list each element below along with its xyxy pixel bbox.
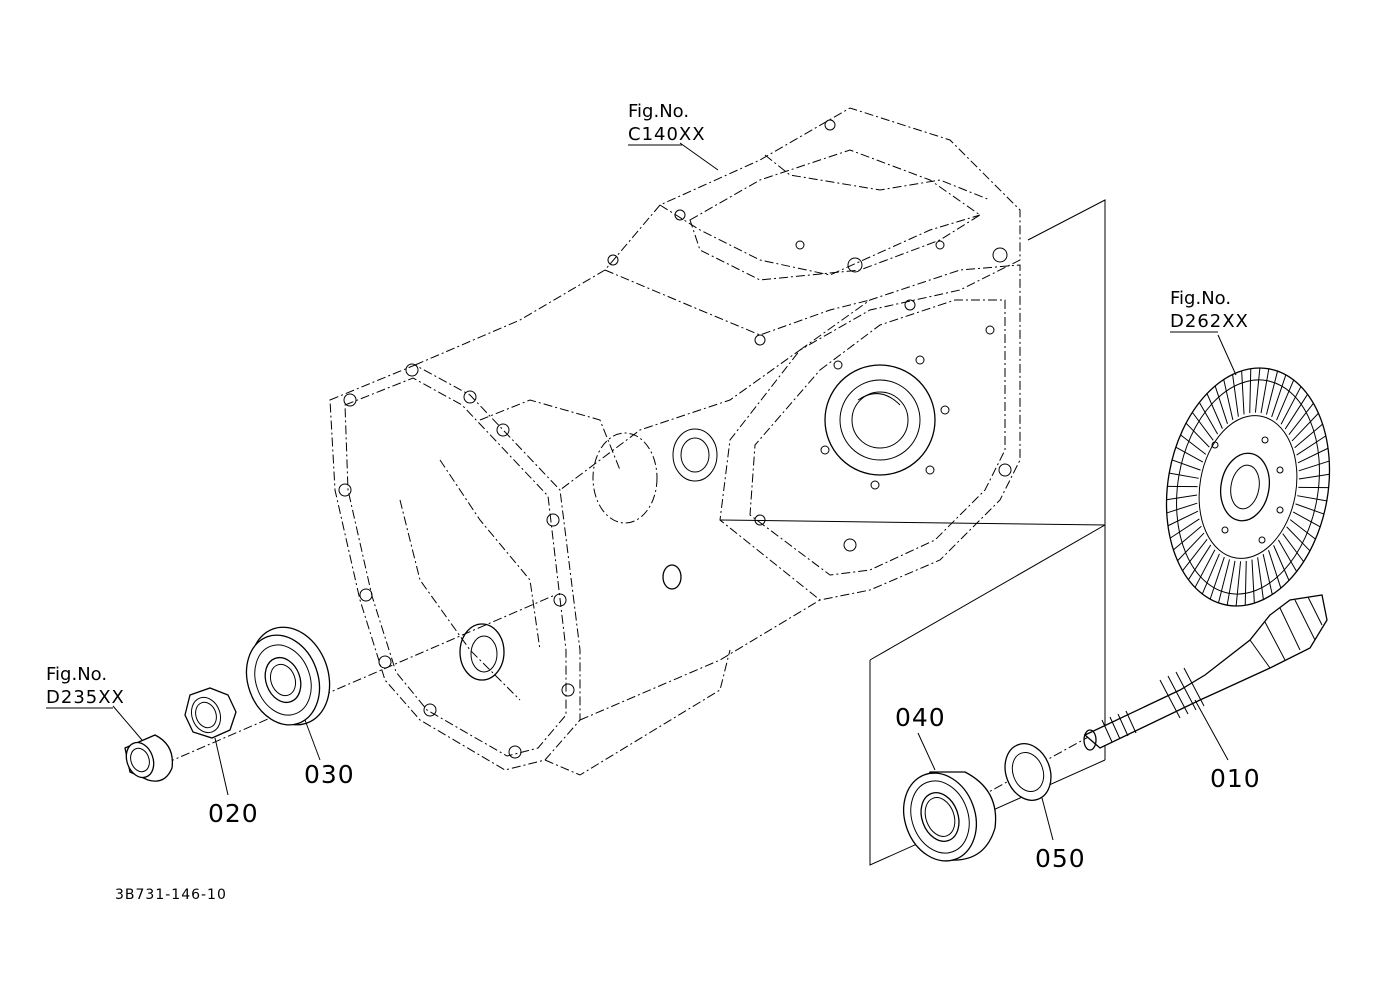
washer-050 (1004, 743, 1054, 841)
transmission-case (329, 107, 1021, 776)
bearing-040 (903, 732, 997, 862)
ref-d262-fig-label: Fig.No. (1170, 288, 1231, 309)
ref-d262-code: D262XX (1170, 311, 1249, 332)
reference-label-d262: Fig.No. D262XX (1170, 288, 1249, 333)
part-number-020: 020 (208, 799, 259, 828)
reference-label-c140: Fig.No. C140XX (628, 101, 706, 146)
group-outline-right (869, 524, 1106, 760)
ref-c140-fig-label: Fig.No. (628, 101, 689, 122)
part-number-010: 010 (1210, 764, 1261, 793)
pinion-shaft (1083, 594, 1328, 761)
part-number-030: 030 (304, 760, 355, 789)
lock-nut-020 (184, 687, 237, 796)
bevel-gear (1165, 334, 1331, 607)
collar (112, 705, 174, 782)
ref-d235-code: D235XX (46, 687, 125, 708)
reference-label-d235: Fig.No. D235XX (46, 664, 125, 709)
part-number-050: 050 (1035, 844, 1086, 873)
ref-c140-code: C140XX (628, 124, 706, 145)
ref-d235-fig-label: Fig.No. (46, 664, 107, 685)
drawing-id: 3B731-146-10 (115, 887, 227, 903)
bearing-030 (245, 626, 331, 761)
group-outline-top (719, 199, 1106, 526)
part-number-040: 040 (895, 703, 946, 732)
